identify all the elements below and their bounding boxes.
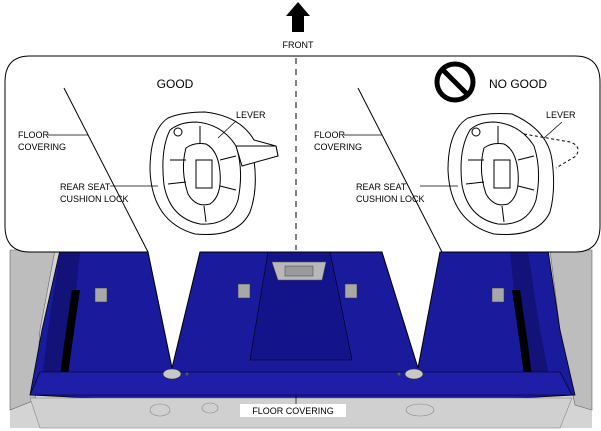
rear-dimple-1 — [149, 403, 171, 417]
lock-hole-right — [404, 368, 424, 380]
rear-dimple-2 — [201, 402, 219, 414]
front-label: FRONT — [283, 40, 314, 50]
pin-right — [397, 372, 401, 376]
bracket-4 — [491, 287, 505, 303]
ng-lock-rib-3 — [517, 155, 535, 161]
callout-panel — [4, 55, 601, 369]
good-floor-label-1: FLOOR — [18, 130, 50, 140]
front-indicator: FRONT — [283, 2, 314, 50]
ng-lock-inner — [460, 121, 540, 225]
bracket-1 — [94, 287, 108, 303]
good-lock-label-1: REAR SEAT — [60, 182, 111, 192]
ng-lock-label-2: CUSHION LOCK — [356, 194, 425, 204]
floor-fold-left — [40, 252, 80, 392]
rail-left — [58, 290, 80, 392]
good-lock-label-2: CUSHION LOCK — [60, 194, 129, 204]
bottom-floor-covering-label: FLOOR COVERING — [252, 406, 334, 416]
good-lock-outer — [149, 111, 279, 236]
good-floor-covering-line — [63, 87, 149, 253]
ng-cushion-lock-part — [447, 113, 579, 236]
ng-lock-screw — [471, 127, 481, 137]
good-lock-center — [182, 143, 221, 206]
ng-lock-center — [480, 143, 519, 206]
good-floor-label-2: COVERING — [18, 142, 66, 152]
front-arrow-icon — [286, 2, 310, 32]
no-good-panel: NO GOOD FLOOR COVERING REAR SEAT CUSHION… — [314, 61, 579, 253]
good-lock-inner — [162, 121, 242, 225]
floor-lip — [29, 371, 573, 396]
ng-lever-dashed — [523, 133, 579, 169]
ng-floor-covering-line — [357, 87, 443, 253]
good-lever — [235, 145, 279, 167]
good-title: GOOD — [157, 77, 194, 91]
good-lock-slot — [195, 159, 213, 189]
ng-floor-label-1: FLOOR — [314, 130, 346, 140]
prohibition-circle — [434, 61, 476, 103]
vehicle-floor-illustration — [9, 249, 593, 429]
good-lock-rib-3 — [219, 155, 237, 161]
good-cushion-lock-part — [149, 111, 279, 236]
good-panel: GOOD FLOOR COVERING REAR SEAT CUSHION LO… — [18, 77, 279, 253]
ng-floor-label-2: COVERING — [314, 142, 362, 152]
rail-right — [512, 290, 534, 392]
bracket-2 — [237, 283, 251, 299]
ng-lock-label-1: REAR SEAT — [356, 182, 407, 192]
tunnel-bracket — [284, 265, 314, 277]
ng-lock-outer — [447, 113, 555, 236]
ng-lever-label: LEVER — [546, 110, 576, 120]
ng-lock-slot — [493, 159, 511, 189]
good-lever-leader — [217, 120, 237, 139]
prohibition-icon — [434, 61, 476, 103]
bottom-label-bg — [240, 404, 346, 417]
good-lever-label: LEVER — [236, 110, 266, 120]
good-lock-rib-4 — [219, 185, 237, 191]
no-good-title: NO GOOD — [489, 77, 547, 91]
good-lock-rib-6 — [203, 205, 207, 223]
rear-dimple-3 — [405, 403, 435, 417]
ng-lever-leader — [543, 121, 563, 139]
ng-lock-rib-4 — [517, 185, 535, 191]
lock-hole-left — [162, 368, 182, 380]
ng-lock-rib-2 — [465, 181, 485, 185]
good-lock-screw — [173, 127, 183, 137]
bracket-3 — [344, 283, 358, 299]
floor-fold-right — [510, 252, 552, 392]
pin-left — [185, 372, 189, 376]
prohibition-slash — [441, 68, 469, 96]
callout-outline — [4, 55, 601, 369]
ng-lock-rib-6 — [501, 205, 505, 223]
good-lock-rib-2 — [167, 181, 187, 185]
